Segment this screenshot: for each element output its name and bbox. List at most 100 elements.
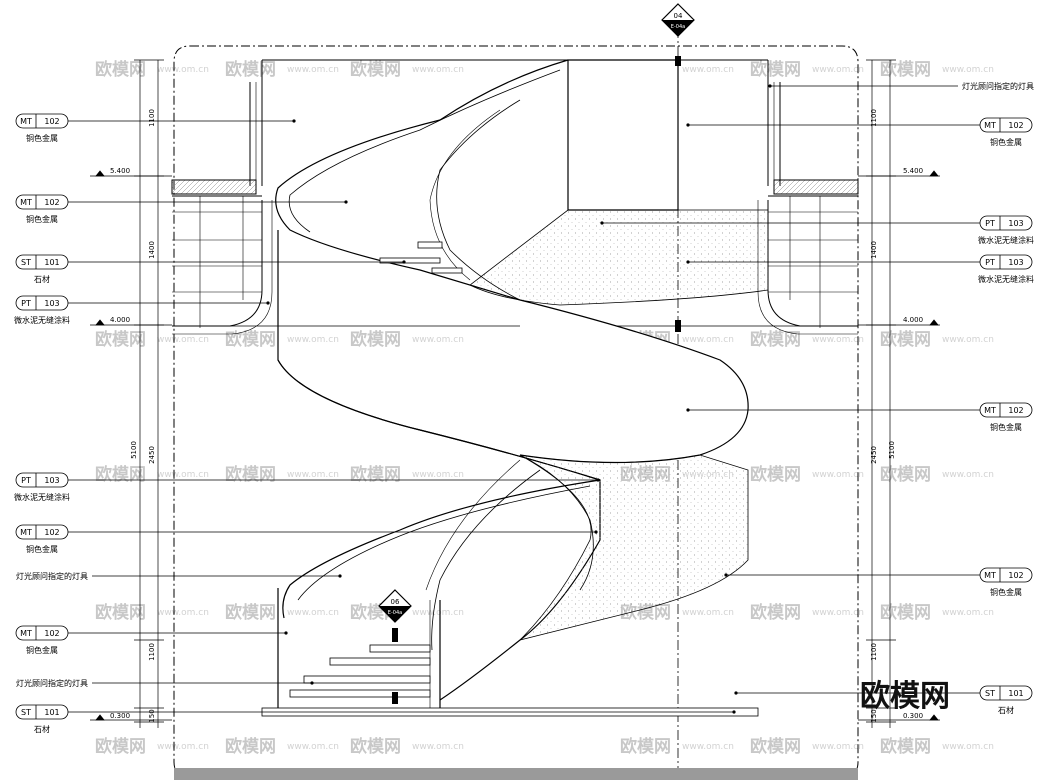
spiral-stair bbox=[261, 56, 769, 717]
left-tag-6-num: 102 bbox=[44, 629, 59, 638]
section-marker-mid-sheet: E-04a bbox=[388, 610, 402, 616]
watermark-text: 欧模网 bbox=[880, 59, 931, 80]
watermark-url: www.om.cn bbox=[942, 65, 994, 75]
left-tag-5-label: 铜色金属 bbox=[26, 544, 58, 554]
left-tag-7-leader-dot bbox=[732, 710, 736, 714]
right-tag-1-num: 103 bbox=[1008, 219, 1023, 228]
watermark-text: 欧模网 bbox=[95, 736, 146, 757]
watermark-url: www.om.cn bbox=[412, 470, 464, 480]
left-tag-0-leader-dot bbox=[292, 119, 296, 123]
right-tag-2-leader-dot bbox=[686, 260, 690, 264]
watermark-text: 欧模网 bbox=[225, 329, 276, 350]
watermark-url: www.om.cn bbox=[812, 608, 864, 618]
dim-right-2: 1400 bbox=[870, 241, 878, 259]
section-marker-top-number: 04 bbox=[674, 12, 683, 20]
dim-right-4: 1100 bbox=[870, 643, 878, 661]
right-tag-3-code: MT bbox=[984, 406, 996, 415]
watermark-url: www.om.cn bbox=[812, 335, 864, 345]
watermark-text: 欧模网 bbox=[350, 464, 401, 485]
watermark-text: 欧模网 bbox=[95, 464, 146, 485]
left-tag-0-code: MT bbox=[20, 117, 32, 126]
right-tag-2-label: 微水泥无缝涂料 bbox=[978, 274, 1034, 284]
left-tag-5-code: MT bbox=[20, 528, 32, 537]
watermark-url: www.om.cn bbox=[412, 608, 464, 618]
watermark-url: www.om.cn bbox=[812, 65, 864, 75]
left-tag-0-num: 102 bbox=[44, 117, 59, 126]
right-tag-4-num: 102 bbox=[1008, 571, 1023, 580]
left-tag-2-num: 101 bbox=[44, 258, 59, 267]
dim-right-1: 1100 bbox=[870, 109, 878, 127]
right-tag-3-num: 102 bbox=[1008, 406, 1023, 415]
right-tag-4-label: 铜色金属 bbox=[990, 587, 1022, 597]
dim-left-2: 1400 bbox=[148, 241, 156, 259]
left-tag-7-num: 101 bbox=[44, 708, 59, 717]
watermark-url: www.om.cn bbox=[157, 335, 209, 345]
site-logo: 欧模网 bbox=[860, 679, 950, 714]
watermark-url: www.om.cn bbox=[412, 65, 464, 75]
watermark-url: www.om.cn bbox=[157, 742, 209, 752]
right-tag-1-leader-dot bbox=[600, 221, 604, 225]
left-tag-1-code: MT bbox=[20, 198, 32, 207]
right-tag-3-label: 铜色金属 bbox=[990, 422, 1022, 432]
right-tag-5-code: ST bbox=[985, 689, 995, 698]
left-tag-7-label: 石材 bbox=[34, 724, 50, 734]
left-tag-1-leader-dot bbox=[344, 200, 348, 204]
left-tag-3-num: 103 bbox=[44, 299, 59, 308]
right-tag-5-leader-dot bbox=[734, 691, 738, 695]
dimension-lines bbox=[134, 59, 896, 728]
left-tag-0: MT 102 铜色金属 bbox=[15, 113, 296, 143]
left-tag-2-leader-dot bbox=[402, 260, 406, 264]
left-tag-4-leader-dot bbox=[596, 478, 600, 482]
left-tag-2-code: ST bbox=[21, 258, 31, 267]
dim-left-total: 5100 bbox=[130, 441, 138, 459]
dim-left-4: 1100 bbox=[148, 643, 156, 661]
watermark-url: www.om.cn bbox=[942, 742, 994, 752]
left-tag-2-label: 石材 bbox=[34, 274, 50, 284]
right-tag-0-code: MT bbox=[984, 121, 996, 130]
right-tag-5-label: 石材 bbox=[998, 705, 1014, 715]
watermark-url: www.om.cn bbox=[412, 335, 464, 345]
left-tag-1-num: 102 bbox=[44, 198, 59, 207]
right-tag-5-num: 101 bbox=[1008, 689, 1023, 698]
watermark-url: www.om.cn bbox=[942, 335, 994, 345]
dim-left-3: 2450 bbox=[148, 446, 156, 464]
right-tag-1-code: PT bbox=[985, 219, 995, 228]
level-left-bottom: 0.300 bbox=[110, 712, 130, 720]
watermark-url: www.om.cn bbox=[682, 335, 734, 345]
watermark-text: 欧模网 bbox=[880, 736, 931, 757]
level-left-top: 5.400 bbox=[110, 167, 130, 175]
watermark-url: www.om.cn bbox=[287, 65, 339, 75]
watermark-text: 欧模网 bbox=[750, 464, 801, 485]
left-tag-5-leader-dot bbox=[594, 530, 598, 534]
watermark-text: 欧模网 bbox=[350, 329, 401, 350]
watermark-text: 欧模网 bbox=[225, 602, 276, 623]
watermark-url: www.om.cn bbox=[942, 470, 994, 480]
right-tag-0-label: 铜色金属 bbox=[990, 137, 1022, 147]
watermark-text: 欧模网 bbox=[880, 329, 931, 350]
left-tag-6-leader-dot bbox=[284, 631, 288, 635]
level-left-mid: 4.000 bbox=[110, 316, 130, 324]
watermark-text: 欧模网 bbox=[225, 464, 276, 485]
watermark-url: www.om.cn bbox=[157, 65, 209, 75]
level-right-top: 5.400 bbox=[903, 167, 923, 175]
section-marker-mid-number: 06 bbox=[391, 598, 400, 606]
right-tag-2-num: 103 bbox=[1008, 258, 1023, 267]
watermark-text: 欧模网 bbox=[880, 464, 931, 485]
watermark-url: www.om.cn bbox=[682, 608, 734, 618]
left-tag-0-label: 铜色金属 bbox=[26, 133, 58, 143]
right-lighting-note: 灯光顾问指定的灯具 bbox=[768, 81, 1034, 91]
left-tag-4-label: 微水泥无缝涂料 bbox=[14, 492, 70, 502]
watermark-url: www.om.cn bbox=[812, 742, 864, 752]
upper-floor-structure bbox=[171, 59, 859, 335]
watermark-text: 欧模网 bbox=[750, 329, 801, 350]
